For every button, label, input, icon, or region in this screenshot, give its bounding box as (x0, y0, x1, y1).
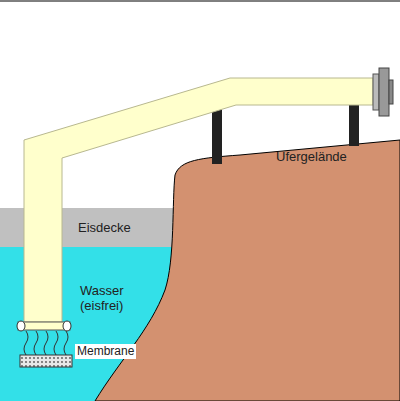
membrane-label: Membrane (75, 344, 136, 359)
bank-terrain (95, 140, 400, 401)
flange (379, 68, 389, 116)
membrane (20, 355, 72, 367)
frame-top (0, 1, 400, 2)
water-label: Wasser (eisfrei) (80, 283, 138, 313)
bank-label: Ufergelände (276, 149, 376, 164)
bolt (17, 321, 25, 331)
ice-label: Eisdecke (78, 220, 158, 235)
pipe (24, 78, 373, 322)
membrane-strands (24, 331, 68, 355)
bolt (63, 321, 71, 331)
support-post (212, 104, 222, 164)
bottom-flange (18, 322, 70, 330)
flange (373, 74, 379, 110)
flange (389, 80, 393, 104)
support-post (349, 104, 359, 146)
